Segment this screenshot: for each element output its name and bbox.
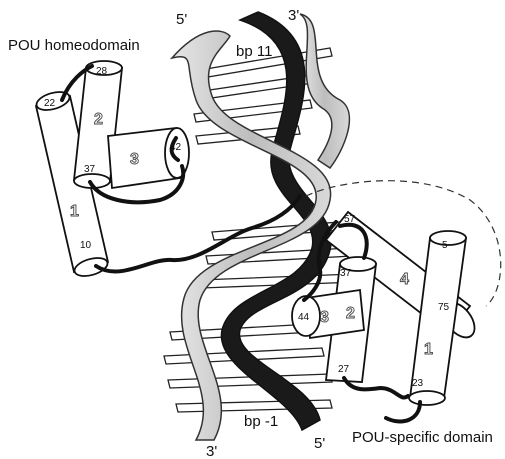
hd-residue: 42	[170, 142, 182, 153]
specific-domain-label: POU-specific domain	[352, 429, 493, 446]
ps-residue: 37	[340, 268, 352, 279]
strand-end-bottom-left: 3'	[206, 443, 217, 459]
strand-end-top-left: 5'	[176, 11, 187, 28]
strand-end-top-right: 3'	[288, 7, 299, 24]
ps-residue: 27	[338, 364, 350, 375]
ps-helix-number: 3	[320, 309, 329, 326]
homeodomain-label: POU homeodomain	[8, 37, 140, 54]
hd-residue: 22	[44, 98, 56, 109]
hd-helix-number: 1	[70, 203, 79, 220]
homeodomain-helices	[34, 61, 189, 279]
ps-residue: 75	[438, 302, 450, 313]
bp-bottom-label: bp -1	[244, 413, 278, 430]
bp-top-label: bp 11	[236, 43, 272, 60]
ps-residue: 57	[344, 214, 356, 225]
ps-helix-number: 4	[400, 271, 409, 288]
hd-residue: 10	[80, 240, 92, 251]
strand-end-bottom-right: 5'	[314, 435, 325, 452]
hd-residue: 28	[96, 66, 108, 77]
hd-helix-number: 3	[130, 151, 139, 168]
ps-helix-number: 1	[424, 341, 433, 358]
ps-residue: 5	[442, 240, 448, 251]
ps-residue: 23	[412, 378, 424, 389]
hd-residue: 37	[84, 164, 96, 175]
ps-residue: 44	[298, 312, 310, 323]
hd-helix-number: 2	[94, 111, 103, 128]
ps-helix-number: 2	[346, 305, 355, 322]
